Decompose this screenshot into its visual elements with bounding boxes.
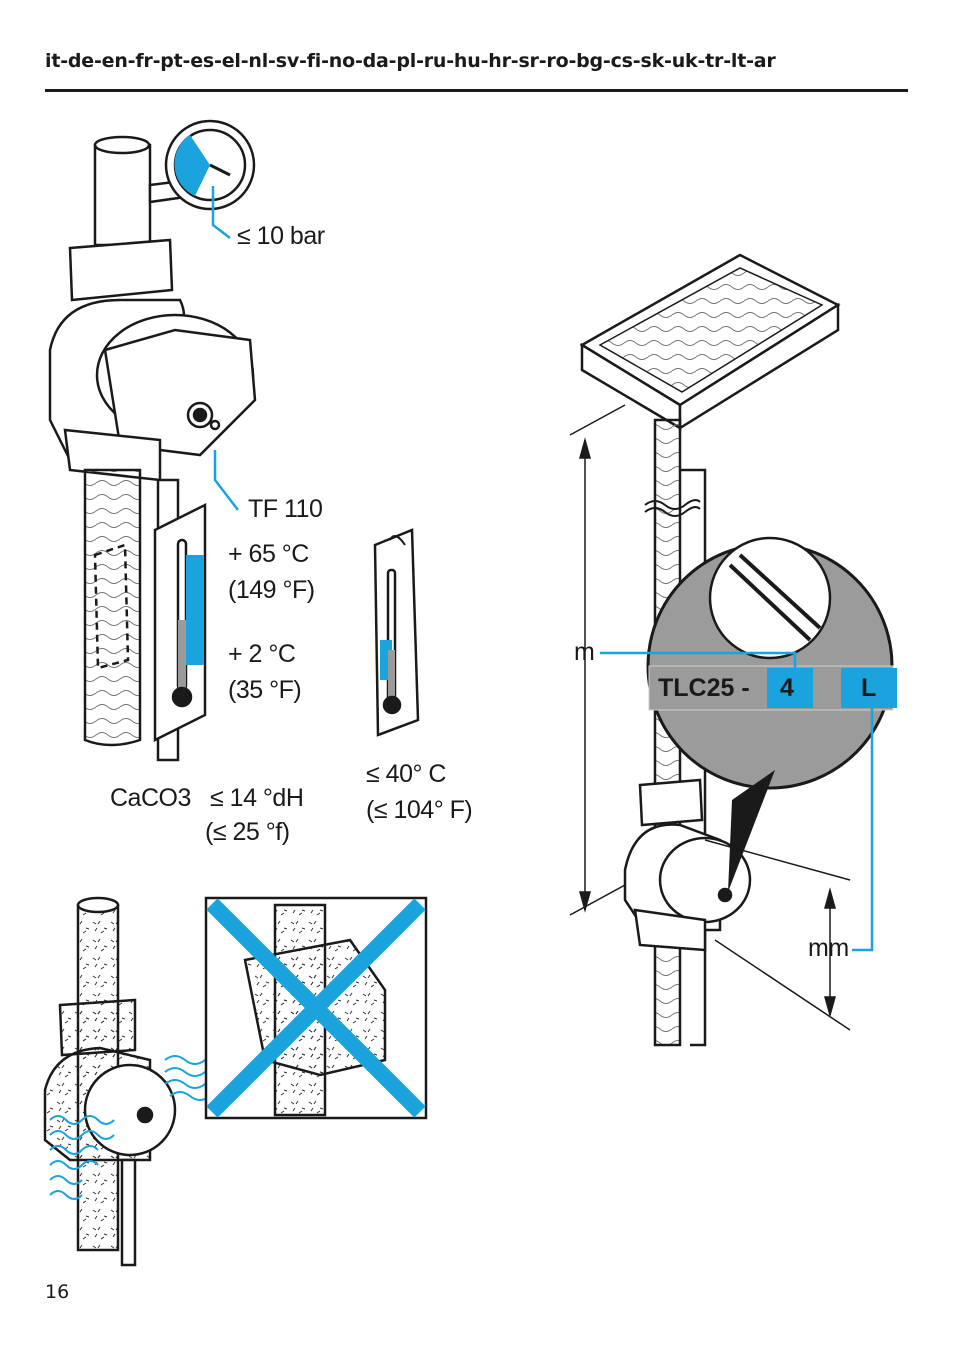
length-unit-label: mm (808, 934, 849, 962)
language-codes-header: it-de-en-fr-pt-es-el-nl-sv-fi-no-da-pl-r… (45, 50, 776, 72)
model-prefix: TLC25 - (658, 674, 750, 702)
head-code: 4 (780, 674, 794, 702)
header-rule (45, 89, 908, 92)
pump-figure-main (48, 119, 257, 762)
cross-out-mark (206, 898, 426, 1118)
length-code-box (841, 668, 897, 708)
ambient-thermometer (373, 528, 420, 737)
temp-min-fahrenheit: (35 °F) (228, 676, 302, 704)
sensor-leader-line (213, 450, 239, 511)
pressure-label: ≤ 10 bar (237, 222, 325, 250)
length-code: L (861, 674, 877, 702)
hardness-dh: ≤ 14 °dH (210, 784, 304, 812)
head-leader-line (600, 651, 797, 668)
temp-min-celsius: + 2 °C (228, 640, 296, 668)
temp-max-fahrenheit: (149 °F) (228, 576, 315, 604)
solar-panel-figure (579, 253, 841, 1047)
ambient-temp-celsius: ≤ 40° C (366, 760, 446, 788)
head-code-box (767, 668, 813, 708)
sensor-label: TF 110 (248, 495, 323, 523)
magnifier-pointer (728, 770, 775, 892)
detail-screw (708, 536, 832, 660)
insulated-pump-figure (43, 896, 177, 1267)
page-number: 16 (45, 1281, 70, 1303)
hardness-f: (≤ 25 °f) (205, 818, 290, 846)
incorrect-insulation-figure (204, 896, 428, 1120)
length-leader-line (852, 708, 874, 952)
dimension-lines (569, 404, 851, 1031)
hardness-compound: CaCO3 (110, 784, 191, 812)
ambient-temp-fahrenheit: (≤ 104° F) (366, 796, 473, 824)
temp-max-celsius: + 65 °C (228, 540, 309, 568)
head-unit-label: m (574, 638, 595, 666)
pressure-leader-line (211, 186, 231, 239)
